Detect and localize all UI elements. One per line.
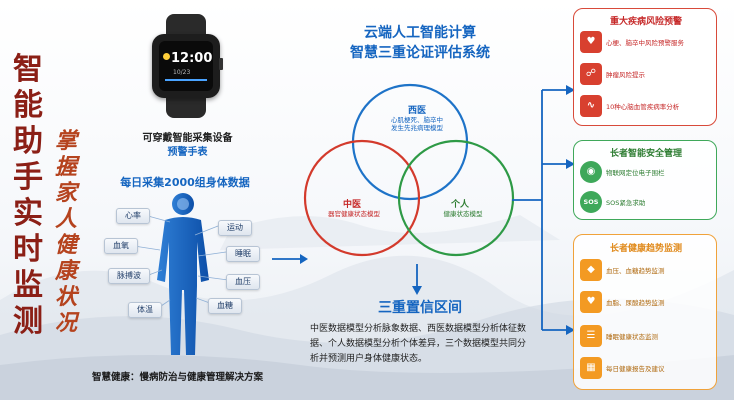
panel-trend-title: 长者健康趋势监测 <box>609 244 682 254</box>
slogan-char: 能 <box>13 88 43 123</box>
sos-icon: SOS <box>580 191 602 213</box>
heart-icon: ♥ <box>580 31 602 53</box>
slogan-main: 智 能 助 手 实 时 监 测 <box>8 52 48 340</box>
confidence-title: 三重置信区间 <box>378 300 462 316</box>
report-icon: ☰ <box>580 325 602 347</box>
center-title-line2: 智慧三重论证评估系统 <box>350 45 490 61</box>
metric-chip-pulse-wave: 脉搏波 <box>108 268 150 284</box>
slogan-sub-char: 康 <box>54 258 77 284</box>
venn-diagram <box>303 83 515 257</box>
trend-item-text: 睡眠健康状态监测 <box>606 333 658 341</box>
risk-item-text: 10种心脑血管疾病率分析 <box>606 103 680 111</box>
trend-item-daily-report: ▦ 每日健康报告及建议 <box>580 357 714 381</box>
slogan-char: 实 <box>13 196 43 231</box>
slogan-char: 手 <box>13 160 43 195</box>
slogan-sub-char: 握 <box>54 154 77 180</box>
slogan-char: 监 <box>13 268 43 303</box>
arrow-down-icon <box>412 264 422 295</box>
venn-desc-person: 健康状态模型 <box>443 210 483 218</box>
safety-item-sos: SOS SOS紧急求助 <box>580 191 714 215</box>
metric-chip-sleep: 睡眠 <box>226 246 260 262</box>
drop-icon: ◆ <box>580 259 602 281</box>
venn-desc-west: 心肌梗死、脑卒中 发生先兆病理模型 <box>372 116 462 132</box>
branch-arrows <box>512 85 575 335</box>
panel-health-trend: 长者健康趋势监测 ◆ 血压、血糖趋势监测 ♥ 血脂、尿酸趋势监测 ☰ 睡眠健康状… <box>573 234 717 390</box>
venn-desc-west-line2: 发生先兆病理模型 <box>391 124 443 132</box>
venn-label-tcm: 中医 <box>342 200 361 210</box>
slogan-sub-char: 况 <box>54 310 77 336</box>
panel-risk-title: 重大疾病风险预警 <box>609 17 682 27</box>
confidence-text: 中医数据模型分析脉象数据、西医数据模型分析体征数据、个人数据模型分析个体差异，三… <box>310 324 527 364</box>
risk-item-tumor: ☍ 肿瘤风险提示 <box>580 63 714 87</box>
panel-risk-warning: 重大疾病风险预警 ♥ 心梗、脑卒中风险预警服务 ☍ 肿瘤风险提示 ∿ 10种心脑… <box>573 8 717 126</box>
center-title-line1: 云端人工智能计算 <box>364 25 476 41</box>
trend-item-bp-sugar: ◆ 血压、血糖趋势监测 <box>580 259 714 283</box>
trend-item-text: 每日健康报告及建议 <box>606 365 665 373</box>
watch-date: 10/23 <box>173 69 191 76</box>
panel-safety-management: 长者智能安全管理 ◉ 物联网定位电子围栏 SOS SOS紧急求助 <box>573 140 717 220</box>
risk-item-stroke: ♥ 心梗、脑卒中风险预警服务 <box>580 31 714 55</box>
slogan-char: 助 <box>13 124 43 159</box>
ecg-icon: ∿ <box>580 95 602 117</box>
metric-chip-blood-pressure: 血压 <box>226 274 260 290</box>
footer-left-caption: 智慧健康：慢病防治与健康管理解决方案 <box>92 372 264 383</box>
risk-item-cardio: ∿ 10种心脑血管疾病率分析 <box>580 95 714 119</box>
trend-item-text: 血脂、尿酸趋势监测 <box>606 299 665 307</box>
panel-safety-title: 长者智能安全管理 <box>609 149 682 159</box>
watch-status-bar <box>165 79 207 81</box>
trend-item-text: 血压、血糖趋势监测 <box>606 267 665 275</box>
watch-title: 可穿戴智能采集设备 <box>142 133 233 144</box>
slogan-char: 时 <box>13 232 43 267</box>
slogan-char: 智 <box>13 52 43 87</box>
sun-icon <box>163 53 170 60</box>
risk-item-text: 心梗、脑卒中风险预警服务 <box>606 39 684 47</box>
venn-circle-tcm <box>303 139 421 257</box>
location-icon: ◉ <box>580 161 602 183</box>
calendar-icon: ▦ <box>580 357 602 379</box>
venn-label-west: 西医 <box>407 106 426 116</box>
arrow-right-icon <box>272 254 308 264</box>
venn-desc-west-line1: 心肌梗死、脑卒中 <box>391 116 443 124</box>
safety-item-text: SOS紧急求助 <box>606 199 646 207</box>
connector-lines <box>133 215 229 309</box>
risk-item-text: 肿瘤风险提示 <box>606 71 645 79</box>
ribbon-icon: ☍ <box>580 63 602 85</box>
metric-chip-exercise: 运动 <box>218 220 252 236</box>
collection-title: 每日采集2000组身体数据 <box>120 176 250 189</box>
venn-label-person: 个人 <box>450 200 469 210</box>
watch-subtitle: 预警手表 <box>167 147 208 158</box>
metric-chip-blood-oxygen: 血氧 <box>104 238 138 254</box>
venn-circle-person <box>397 139 515 257</box>
slogan-sub-char: 掌 <box>54 128 77 154</box>
watch-time: 12:00 <box>171 51 213 66</box>
slogan-char: 测 <box>13 304 43 339</box>
slogan-sub-char: 家 <box>54 180 77 206</box>
human-body-icon <box>157 193 209 355</box>
safety-item-geofence: ◉ 物联网定位电子围栏 <box>580 161 714 185</box>
trend-item-lipid: ♥ 血脂、尿酸趋势监测 <box>580 291 714 315</box>
heart-icon: ♥ <box>580 291 602 313</box>
slogan-sub-char: 状 <box>54 284 77 310</box>
slogan-sub-char: 健 <box>54 232 77 258</box>
trend-item-sleep: ☰ 睡眠健康状态监测 <box>580 325 714 349</box>
metric-chip-temperature: 体温 <box>128 302 162 318</box>
watch-button <box>219 58 223 70</box>
slogan-sub: 掌 握 家 人 健 康 状 况 <box>52 128 80 336</box>
safety-item-text: 物联网定位电子围栏 <box>606 169 665 177</box>
watch-screen: 12:00 10/23 <box>159 41 213 91</box>
venn-desc-tcm: 器官健康状态模型 <box>328 210 380 218</box>
slogan-sub-char: 人 <box>54 206 77 232</box>
metric-chip-heart-rate: 心率 <box>116 208 150 224</box>
metric-chip-blood-sugar: 血糖 <box>208 298 242 314</box>
